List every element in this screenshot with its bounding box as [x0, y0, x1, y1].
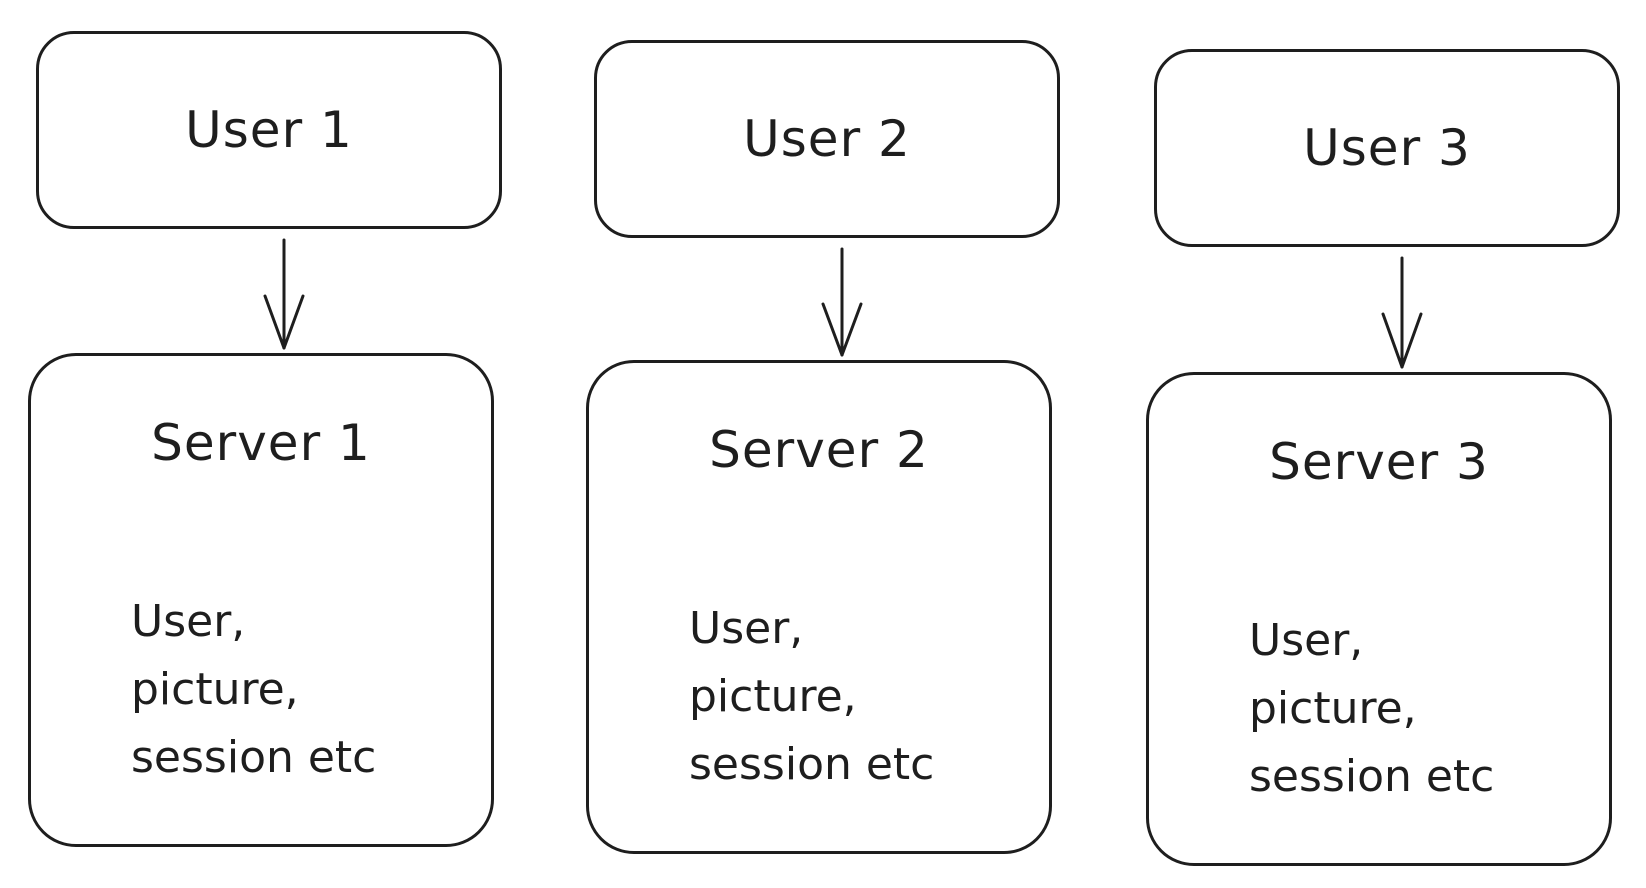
server-detail-line: User,	[1249, 615, 1364, 666]
user-label: User 3	[1303, 119, 1471, 177]
server-detail-line: User,	[689, 603, 804, 654]
arrow-user3-to-server3	[1381, 256, 1423, 369]
server-detail-line: User,	[131, 596, 246, 647]
user-label: User 2	[743, 110, 911, 168]
user-box: User 1	[36, 31, 502, 229]
user-label: User 1	[185, 101, 353, 159]
server-detail-line: session etc	[131, 732, 377, 783]
server-detail-line: session etc	[1249, 751, 1495, 802]
user-box: User 3	[1154, 49, 1620, 247]
user-box: User 2	[594, 40, 1060, 238]
server-detail-line: session etc	[689, 739, 935, 790]
server-box: Server 2 User, picture, session etc	[586, 360, 1052, 854]
server-detail-line: picture,	[1249, 683, 1417, 734]
server-label: Server 1	[151, 414, 371, 472]
server-label: Server 3	[1269, 433, 1489, 491]
server-details: User, picture, session etc	[131, 588, 376, 792]
server-details: User, picture, session etc	[689, 595, 934, 799]
server-label: Server 2	[709, 421, 929, 479]
server-detail-line: picture,	[689, 671, 857, 722]
server-detail-line: picture,	[131, 664, 299, 715]
server-details: User, picture, session etc	[1249, 607, 1494, 811]
arrow-user2-to-server2	[821, 247, 863, 357]
arrow-user1-to-server1	[263, 238, 305, 350]
server-box: Server 1 User, picture, session etc	[28, 353, 494, 847]
server-box: Server 3 User, picture, session etc	[1146, 372, 1612, 866]
